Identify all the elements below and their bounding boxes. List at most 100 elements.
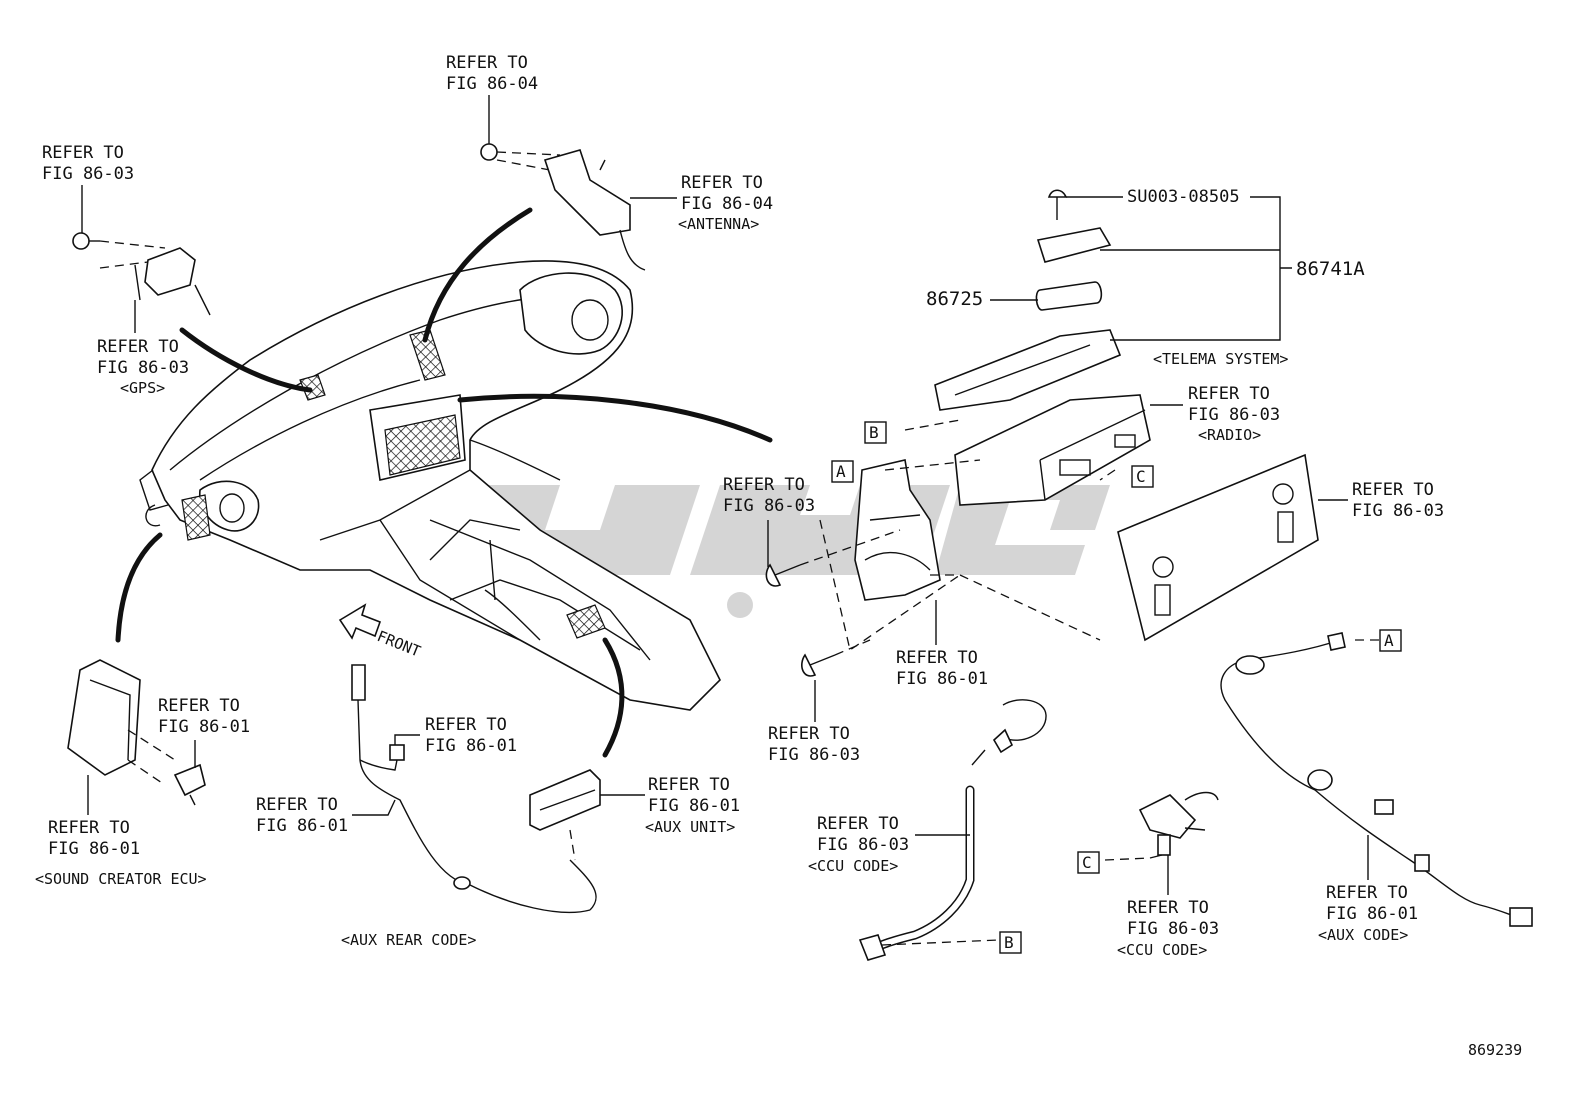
label-gps: REFER TO FIG 86-03 <GPS> bbox=[97, 337, 189, 397]
front-arrow bbox=[338, 603, 382, 640]
label-sound: REFER TO FIG 86-01 <SOUND CREATOR ECU> bbox=[35, 818, 207, 888]
label-telema: <TELEMA SYSTEM> bbox=[1153, 350, 1288, 368]
svg-text:REFER TO: REFER TO bbox=[1352, 480, 1434, 500]
svg-text:REFER TO: REFER TO bbox=[817, 814, 899, 834]
svg-text:A: A bbox=[1384, 631, 1394, 650]
svg-text:FIG 86-03: FIG 86-03 bbox=[723, 496, 815, 516]
svg-text:FIG 86-01: FIG 86-01 bbox=[158, 717, 250, 737]
svg-text:FIG 86-01: FIG 86-01 bbox=[256, 816, 348, 836]
svg-text:FIG 86-01: FIG 86-01 bbox=[896, 669, 988, 689]
svg-text:REFER TO: REFER TO bbox=[1127, 898, 1209, 918]
callout-a-aux: A bbox=[1379, 629, 1402, 652]
svg-text:SU003-08505: SU003-08505 bbox=[1127, 187, 1240, 207]
label-antenna-ref: REFER TO FIG 86-04 bbox=[446, 53, 538, 94]
svg-text:B: B bbox=[869, 423, 879, 442]
label-panel: REFER TO FIG 86-03 bbox=[1352, 480, 1444, 521]
telema-system-unit bbox=[934, 189, 1122, 411]
svg-text:A: A bbox=[836, 462, 846, 481]
svg-text:FIG 86-01: FIG 86-01 bbox=[425, 736, 517, 756]
label-bracket: REFER TO FIG 86-01 bbox=[896, 648, 988, 689]
label-aux-rear-name: <AUX REAR CODE> bbox=[341, 931, 476, 949]
ccu-code-cable-1 bbox=[858, 699, 1047, 961]
svg-text:<TELEMA SYSTEM>: <TELEMA SYSTEM> bbox=[1153, 350, 1288, 368]
svg-text:REFER TO: REFER TO bbox=[42, 143, 124, 163]
svg-text:C: C bbox=[1082, 853, 1092, 872]
svg-text:REFER TO: REFER TO bbox=[1326, 883, 1408, 903]
svg-text:86741A: 86741A bbox=[1296, 258, 1365, 280]
assembly-guide-lines bbox=[799, 419, 1116, 656]
svg-text:<GPS>: <GPS> bbox=[120, 379, 165, 397]
svg-text:REFER TO: REFER TO bbox=[896, 648, 978, 668]
svg-text:FIG 86-01: FIG 86-01 bbox=[648, 796, 740, 816]
antenna-module bbox=[480, 143, 646, 271]
aux-code-harness bbox=[1220, 632, 1533, 927]
sound-creator-ecu bbox=[67, 659, 206, 806]
radio-unit bbox=[954, 394, 1151, 506]
label-screw-part: SU003-08505 bbox=[1127, 187, 1240, 207]
callout-a-radio: A bbox=[831, 460, 854, 483]
label-gps-bolt: REFER TO FIG 86-03 bbox=[42, 143, 134, 184]
svg-text:FIG 86-03: FIG 86-03 bbox=[817, 835, 909, 855]
label-aux-rear-2: REFER TO FIG 86-01 bbox=[256, 795, 348, 836]
svg-text:<CCU CODE>: <CCU CODE> bbox=[808, 857, 898, 875]
figure-number: 869239 bbox=[1468, 1041, 1522, 1059]
label-ccu-2: REFER TO FIG 86-03 <CCU CODE> bbox=[1117, 898, 1219, 959]
svg-text:869239: 869239 bbox=[1468, 1041, 1522, 1059]
label-ccu-1: REFER TO FIG 86-03 <CCU CODE> bbox=[808, 814, 909, 875]
dashboard-assembly bbox=[139, 260, 721, 711]
svg-text:<CCU CODE>: <CCU CODE> bbox=[1117, 941, 1207, 959]
svg-text:FIG 86-03: FIG 86-03 bbox=[768, 745, 860, 765]
callout-c-radio: C bbox=[1131, 465, 1154, 488]
svg-text:REFER TO: REFER TO bbox=[681, 173, 763, 193]
audio-control-panel bbox=[1117, 453, 1319, 642]
aux-rear-code-harness bbox=[351, 664, 591, 914]
callout-b-radio: B bbox=[864, 421, 887, 444]
leader-lines bbox=[81, 95, 1369, 895]
svg-text:<AUX CODE>: <AUX CODE> bbox=[1318, 926, 1408, 944]
gps-module bbox=[72, 232, 211, 316]
svg-text:FIG 86-03: FIG 86-03 bbox=[42, 164, 134, 184]
svg-text:FIG 86-04: FIG 86-04 bbox=[446, 74, 538, 94]
svg-text:FIG 86-03: FIG 86-03 bbox=[1127, 919, 1219, 939]
label-lower-screw: REFER TO FIG 86-03 bbox=[768, 724, 860, 765]
svg-text:REFER TO: REFER TO bbox=[97, 337, 179, 357]
aux-unit bbox=[529, 769, 601, 911]
callout-b-ccu: B bbox=[999, 931, 1022, 954]
ccu-code-cable-2 bbox=[1104, 791, 1219, 861]
svg-text:FIG 86-01: FIG 86-01 bbox=[48, 839, 140, 859]
svg-text:REFER TO: REFER TO bbox=[158, 696, 240, 716]
label-aux-unit: REFER TO FIG 86-01 <AUX UNIT> bbox=[645, 775, 740, 836]
svg-text:FIG 86-03: FIG 86-03 bbox=[1352, 501, 1444, 521]
svg-text:B: B bbox=[1004, 933, 1014, 952]
callout-c-ccu: C bbox=[1077, 851, 1100, 874]
svg-text:86725: 86725 bbox=[926, 288, 983, 310]
svg-text:REFER TO: REFER TO bbox=[768, 724, 850, 744]
svg-text:REFER TO: REFER TO bbox=[425, 715, 507, 735]
svg-text:FIG 86-03: FIG 86-03 bbox=[97, 358, 189, 378]
label-part-86725: 86725 bbox=[926, 288, 983, 310]
mounting-screws bbox=[765, 563, 836, 677]
label-aux-rear-1: REFER TO FIG 86-01 bbox=[425, 715, 517, 756]
svg-text:<RADIO>: <RADIO> bbox=[1198, 426, 1261, 444]
svg-text:<AUX UNIT>: <AUX UNIT> bbox=[645, 818, 735, 836]
svg-text:REFER TO: REFER TO bbox=[446, 53, 528, 73]
svg-text:REFER TO: REFER TO bbox=[1188, 384, 1270, 404]
label-part-86741a: 86741A bbox=[1296, 258, 1365, 280]
label-front: FRONT bbox=[375, 627, 424, 661]
svg-text:<AUX REAR CODE>: <AUX REAR CODE> bbox=[341, 931, 476, 949]
svg-text:FIG 86-01: FIG 86-01 bbox=[1326, 904, 1418, 924]
svg-text:FIG 86-04: FIG 86-04 bbox=[681, 194, 773, 214]
label-antenna-bracket: REFER TO FIG 86-04 <ANTENNA> bbox=[678, 173, 773, 233]
label-bracket-screw: REFER TO FIG 86-03 bbox=[723, 475, 815, 516]
svg-text:<SOUND CREATOR ECU>: <SOUND CREATOR ECU> bbox=[35, 870, 207, 888]
wiring-leads bbox=[115, 207, 773, 758]
svg-text:REFER TO: REFER TO bbox=[723, 475, 805, 495]
svg-text:FRONT: FRONT bbox=[375, 627, 424, 661]
radio-bracket bbox=[854, 459, 941, 601]
svg-text:REFER TO: REFER TO bbox=[648, 775, 730, 795]
label-aux-code: REFER TO FIG 86-01 <AUX CODE> bbox=[1318, 883, 1418, 944]
svg-text:REFER TO: REFER TO bbox=[256, 795, 338, 815]
svg-text:<ANTENNA>: <ANTENNA> bbox=[678, 215, 759, 233]
label-sound-bolt: REFER TO FIG 86-01 bbox=[158, 696, 250, 737]
